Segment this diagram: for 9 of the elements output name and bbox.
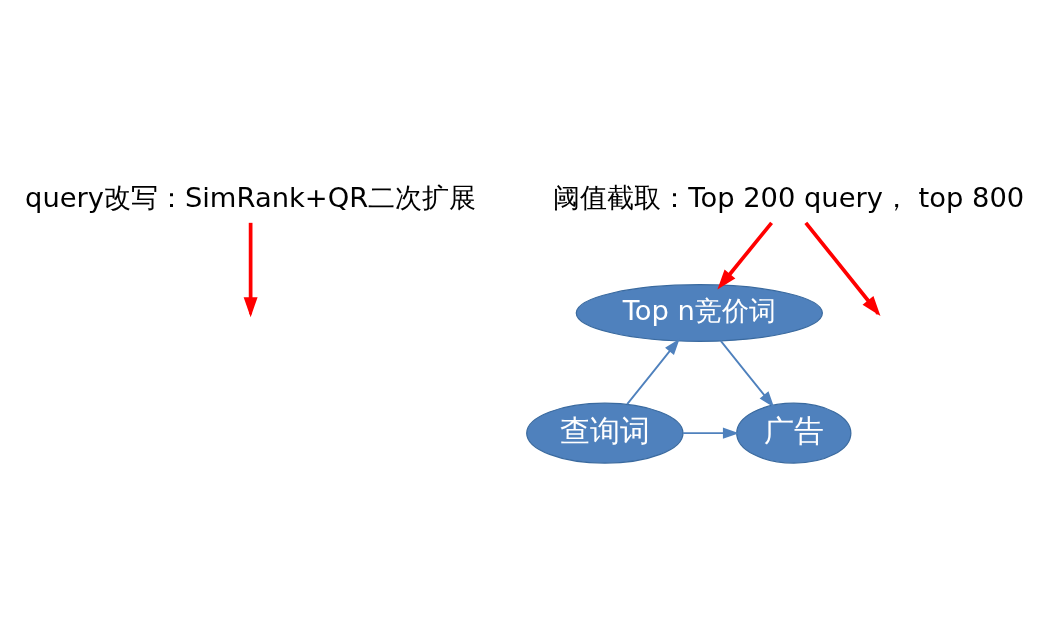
node-text: query改写：SimRank+QR二次扩展	[25, 182, 477, 214]
node-ellipse: 查询词	[526, 402, 684, 464]
node-ellipse: 广告	[736, 402, 852, 464]
node-text: 阈值截取：Top 200 query， top 800	[553, 182, 1025, 214]
node-ellipse: Top n竞价词	[575, 284, 823, 342]
arrow	[626, 338, 680, 405]
arrow	[682, 427, 740, 439]
arrow	[717, 221, 773, 290]
arrow	[719, 340, 775, 408]
